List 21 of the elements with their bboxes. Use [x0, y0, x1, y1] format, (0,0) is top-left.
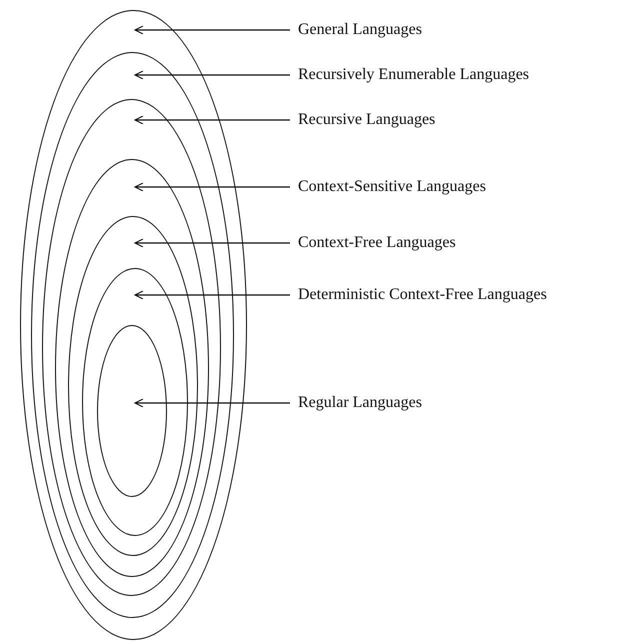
class-label: General Languages: [298, 21, 422, 39]
language-class-ellipse: [82, 268, 188, 536]
language-class-ellipse: [30, 52, 234, 618]
arrow: [134, 398, 290, 408]
class-label: Deterministic Context-Free Languages: [298, 286, 547, 304]
class-label: Recursively Enumerable Languages: [298, 66, 530, 84]
arrow: [134, 115, 290, 125]
language-class-ellipse: [20, 10, 247, 640]
arrow: [134, 238, 290, 248]
arrow: [134, 290, 290, 300]
class-label: Context-Sensitive Languages: [298, 178, 486, 196]
language-class-ellipse: [54, 158, 208, 576]
arrow: [134, 70, 290, 80]
class-label: Recursive Languages: [298, 111, 436, 129]
language-class-ellipse: [97, 325, 167, 497]
arrow: [134, 25, 290, 35]
language-class-ellipse: [42, 99, 221, 596]
class-label: Regular Languages: [298, 394, 422, 412]
language-class-ellipse: [68, 216, 198, 556]
arrow: [134, 182, 290, 192]
class-label: Context-Free Languages: [298, 234, 456, 252]
